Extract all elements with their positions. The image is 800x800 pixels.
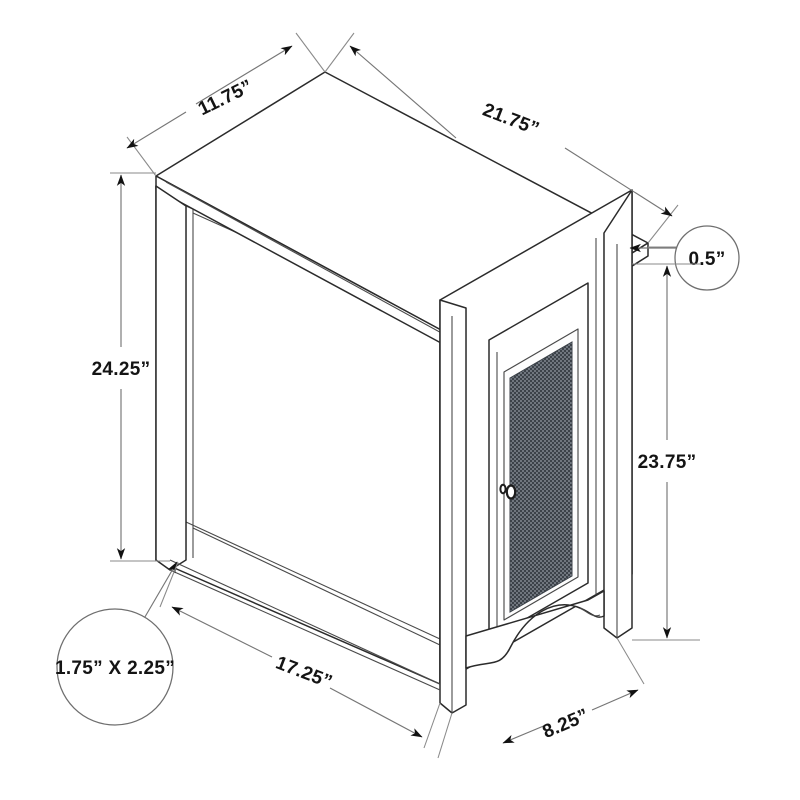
dimension-leg-section: 1.75” X 2.25” xyxy=(55,561,178,726)
dimension-overall-height: 24.25” xyxy=(92,172,170,562)
dimension-label-top-thickness: 0.5” xyxy=(688,249,725,270)
dimension-label-overall-height: 24.25” xyxy=(92,359,151,380)
front-leg xyxy=(439,299,467,714)
dimension-label-base-depth: 8.25” xyxy=(540,705,592,743)
cabinet-door[interactable] xyxy=(488,282,589,641)
dimension-top-thickness: 0.5” xyxy=(629,225,740,291)
callout-circle-leg-section xyxy=(56,608,174,726)
door-knob[interactable] xyxy=(499,483,517,500)
furniture-illustration xyxy=(155,71,649,714)
dimension-label-leg-section: 1.75” X 2.25” xyxy=(55,658,175,679)
dimension-label-height-under-top: 23.75” xyxy=(638,452,697,473)
curved-apron xyxy=(465,590,605,669)
callout-circle-top-thickness xyxy=(674,225,740,291)
rear-right-leg xyxy=(603,189,633,639)
rear-left-leg xyxy=(155,185,187,571)
bottom-rail xyxy=(169,559,441,691)
dimension-label-depth-top: 11.75” xyxy=(195,76,256,120)
dimension-height-under-top: 23.75” xyxy=(632,263,700,641)
dimension-label-base-width: 17.25” xyxy=(273,653,335,694)
dimension-label-width-top: 21.75” xyxy=(480,100,542,141)
